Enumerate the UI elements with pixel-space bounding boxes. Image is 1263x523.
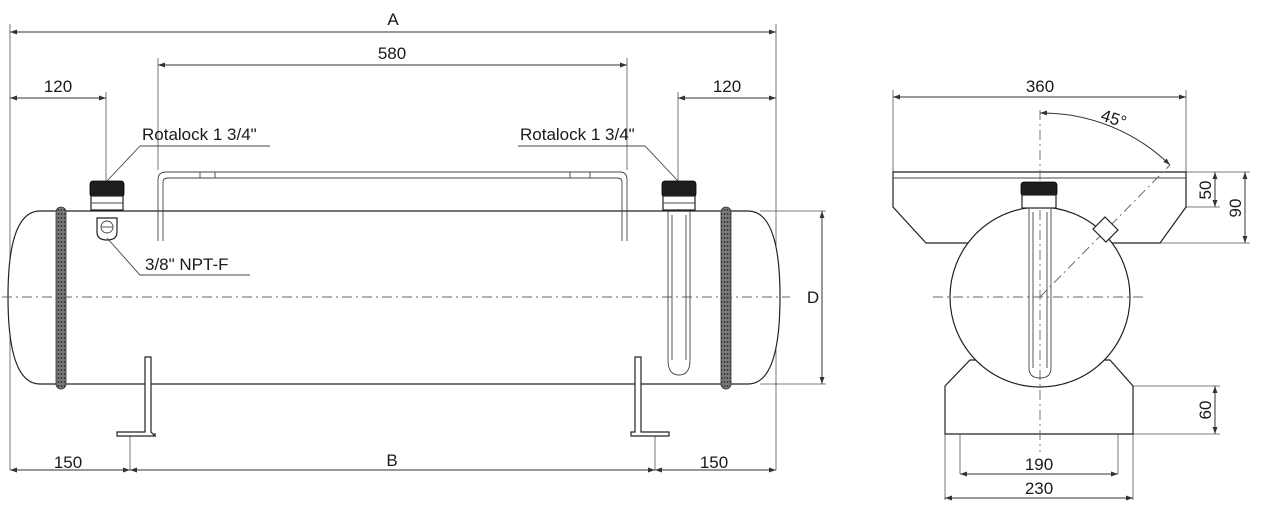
right-rotalock-port [661,180,697,376]
npt-label: 3/8" NPT-F [145,255,229,274]
tank-circle [933,110,1171,452]
dimension-230-label: 230 [1025,479,1053,498]
tank-body [2,206,790,390]
dimension-left-150-label: 150 [54,453,82,472]
dimension-b-label: B [386,451,397,470]
npt-fitting [96,217,118,241]
right-foot [630,356,670,437]
dimension-90-label: 90 [1226,199,1245,218]
angled-fitting [1092,216,1119,243]
angle-arc [1039,110,1171,166]
end-extension-lines [892,90,1250,500]
dimension-190-label: 190 [1025,455,1053,474]
dimension-a-label: A [387,10,399,29]
dimension-left-120-label: 120 [44,77,72,96]
angle-45-label: 45° [1099,106,1129,132]
dimension-360-label: 360 [1026,77,1054,96]
right-band [720,206,732,390]
end-view: 360 45° 50 90 60 190 230 [892,77,1250,501]
leader-lines [106,145,679,276]
dimension-580-label: 580 [378,44,406,63]
left-rotalock-port [89,180,125,211]
mounting-rail [157,171,628,241]
dimension-right-120-label: 120 [713,77,741,96]
left-band [55,206,67,390]
dimension-right-150-label: 150 [700,453,728,472]
dimension-lines [10,29,825,473]
side-view: A 580 120 120 Rotalock 1 3/4" Rotalock 1… [2,10,826,473]
base-saddle [944,359,1134,435]
dimension-d-label: D [807,288,819,307]
right-port-label: Rotalock 1 3/4" [520,125,635,144]
end-dimension-lines [893,94,1248,501]
left-port-label: Rotalock 1 3/4" [142,125,257,144]
dimension-60-label: 60 [1196,401,1215,420]
end-port [1020,181,1058,379]
dimension-50-label: 50 [1196,181,1215,200]
left-foot [116,356,156,438]
